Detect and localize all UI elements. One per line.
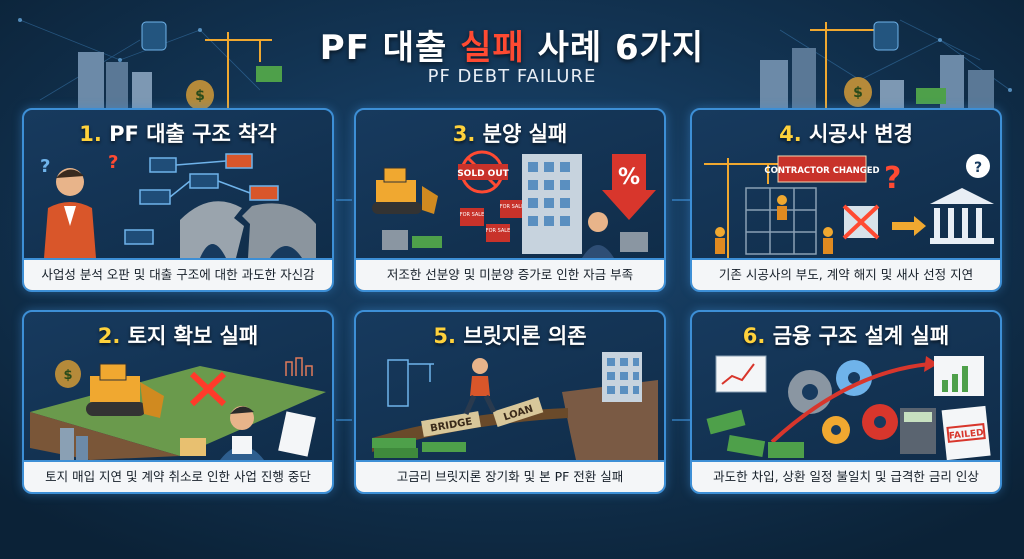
contractor-changed-badge: CONTRACTOR CHANGED (764, 155, 880, 183)
panel-contractor-change: 4. 시공사 변경 CONTRACTOR CHANGED ? (690, 108, 1002, 292)
rising-arrow-icon (770, 362, 931, 444)
question-mark-icon: ? (884, 161, 901, 196)
panel-title-text: 토지 확보 실패 (127, 324, 259, 348)
panel-title: 3. 분양 실패 (356, 118, 664, 148)
flowchart-icon (124, 153, 279, 245)
money-bag-icon: $ (55, 360, 81, 388)
buildings-icon (60, 428, 88, 460)
for-sale-label: FOR SALE (500, 204, 525, 210)
panel-caption: 토지 매입 지연 및 계약 취소로 인한 사업 진행 중단 (24, 460, 332, 492)
svg-text:$: $ (63, 368, 72, 383)
calculator-icon (900, 408, 936, 454)
panel-number: 5. (433, 324, 457, 348)
red-x-icon (189, 371, 227, 407)
failed-document-icon: FAILED (941, 405, 991, 460)
chart-sign-icon (285, 357, 313, 376)
panel-number: 1. (79, 122, 102, 146)
land-failure-illustration: $ (30, 357, 326, 460)
contractor-changed-label: CONTRACTOR CHANGED (764, 166, 879, 176)
panel-number: 6. (742, 324, 766, 348)
panel-land-acquisition: 2. 토지 확보 실패 $ (22, 310, 334, 494)
workers-icon (715, 195, 833, 254)
document-icon (278, 411, 316, 457)
panel-caption: 과도한 차입, 상환 일정 불일치 및 급격한 금리 인상 (692, 460, 1000, 492)
crane-icon (387, 359, 434, 407)
panel-title-text: PF 대출 구조 착각 (109, 122, 277, 146)
money-bag-right-icon: $ (844, 77, 946, 107)
construction-crane-icon (704, 158, 778, 258)
bank-building-icon (930, 188, 994, 244)
panel-title: 4. 시공사 변경 (692, 118, 1000, 148)
panel-title-text: 브릿지론 의존 (463, 324, 587, 348)
folder-icon (180, 438, 206, 456)
panel-sales-failure: 3. 분양 실패 SOLD OUT FOR SALE FOR SALE FOR … (354, 108, 666, 292)
worried-man-icon (220, 406, 264, 460)
panel-caption: 기존 시공사의 부도, 계약 해지 및 새사 선정 지연 (692, 258, 1000, 290)
panel-title: 6. 금융 구조 설계 실패 (692, 320, 1000, 350)
page-title: PF 대출 실패 사례 6가지 (0, 20, 1024, 69)
panel-title: 5. 브릿지론 의존 (356, 320, 664, 350)
question-mark-icon: ? (108, 152, 118, 173)
panel-caption: 고금리 브릿지론 장기화 및 본 PF 전환 실패 (356, 460, 664, 492)
panel-caption: 저조한 선분양 및 미분양 증가로 인한 자금 부족 (356, 258, 664, 290)
panel-number: 3. (452, 122, 476, 146)
page-subtitle: PF DEBT FAILURE (427, 66, 597, 87)
panel-bridge-loan: 5. 브릿지론 의존 BRIDGE LOAN (354, 310, 666, 494)
title-pre: PF 대출 (319, 28, 461, 68)
svg-text:?: ? (974, 160, 982, 176)
svg-text:$: $ (853, 85, 863, 101)
sold-out-sign-icon: SOLD OUT (457, 150, 510, 194)
walking-man-icon (463, 358, 497, 416)
panel-financial-structure: 6. 금융 구조 설계 실패 FAILED (690, 310, 1002, 494)
bulldozer-icon (372, 167, 438, 214)
cash-notes-icon (706, 409, 804, 458)
confused-businessman-illustration: ? ? (40, 152, 316, 258)
panel-number: 2. (97, 324, 121, 348)
dollar-chart-icon (934, 356, 984, 396)
panel-title-text: 시공사 변경 (808, 122, 913, 146)
sold-out-label: SOLD OUT (457, 169, 509, 179)
contractor-change-illustration: CONTRACTOR CHANGED ? ? (704, 154, 994, 258)
excavator-icon (86, 363, 164, 418)
for-sale-sign-icon: FOR SALE FOR SALE FOR SALE (460, 200, 525, 242)
apartment-building-icon (522, 154, 582, 254)
unsold-building-illustration: SOLD OUT FOR SALE FOR SALE FOR SALE % (372, 150, 656, 258)
financial-failure-illustration: FAILED (706, 355, 991, 460)
question-mark-icon: ? (40, 156, 50, 177)
for-sale-label: FOR SALE (486, 228, 511, 234)
businessman-icon (44, 168, 96, 258)
money-bridge-icon: BRIDGE LOAN (372, 396, 568, 452)
money-bag-left-icon: $ (186, 66, 282, 110)
title-highlight: 실패 (460, 28, 525, 68)
panel-number: 4. (779, 122, 802, 146)
crane-left-icon (205, 32, 272, 110)
crane-right-icon (810, 22, 880, 110)
panel-pf-structure: 1. PF 대출 구조 착각 ? ? 사업성 분석 오판 및 대출 구 (22, 108, 334, 292)
skyline-left-icon (78, 21, 167, 110)
failed-stamp-label: FAILED (948, 428, 984, 442)
falling-percent-arrow-icon: % (602, 154, 656, 220)
percent-label: % (618, 165, 640, 190)
gears-icon (788, 360, 898, 444)
arrow-right-icon (892, 216, 926, 236)
question-bubble-icon: ? (966, 154, 990, 178)
crossed-company-icon (842, 204, 880, 240)
for-sale-label: FOR SALE (460, 212, 485, 218)
title-post: 사례 6가지 (524, 28, 705, 68)
cash-register-icon (382, 230, 648, 252)
chart-board-icon (715, 355, 767, 393)
cash-stack-icon (372, 438, 466, 458)
panel-title-text: 분양 실패 (482, 122, 568, 146)
broken-bridge-icon (180, 201, 316, 258)
land-plot-icon (30, 366, 326, 456)
worried-person-icon (582, 212, 614, 258)
panel-title: 1. PF 대출 구조 착각 (24, 118, 332, 148)
bridge-loan-illustration: BRIDGE LOAN (372, 352, 658, 460)
svg-text:$: $ (195, 88, 205, 104)
panel-title-text: 금융 구조 설계 실패 (772, 324, 950, 348)
panel-caption: 사업성 분석 오판 및 대출 구조에 대한 과도한 자신감 (24, 258, 332, 290)
office-building-icon (602, 352, 642, 402)
panel-title: 2. 토지 확보 실패 (24, 320, 332, 350)
